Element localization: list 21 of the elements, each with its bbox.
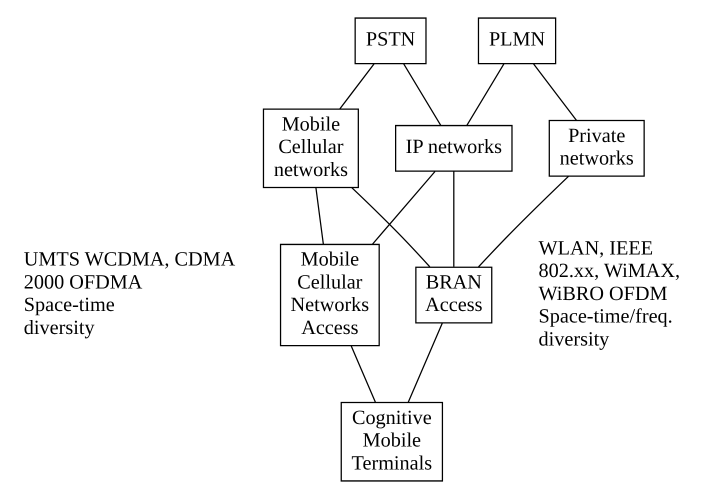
connector bbox=[315, 187, 324, 244]
node-box: PLMN bbox=[478, 16, 556, 64]
node-box: Mobile Cellular Networks Access bbox=[280, 243, 380, 346]
connector bbox=[478, 175, 569, 267]
connector bbox=[372, 170, 436, 244]
node-box: IP networks bbox=[395, 124, 513, 172]
connector bbox=[339, 62, 375, 109]
connector bbox=[403, 63, 442, 126]
node-label: WLAN, IEEE 802.xx, WiMAX, WiBRO OFDM Space-time/freq. diversity bbox=[538, 236, 680, 350]
connector bbox=[408, 322, 443, 402]
connector bbox=[533, 62, 578, 120]
connector bbox=[351, 186, 430, 267]
node-box: BRAN Access bbox=[415, 266, 492, 323]
node-label: UMTS WCDMA, CDMA 2000 OFDMA Space-time diversity bbox=[24, 248, 236, 338]
node-box: Mobile Cellular networks bbox=[262, 108, 359, 188]
connector bbox=[350, 345, 376, 402]
node-box: Private networks bbox=[548, 119, 645, 176]
node-box: PSTN bbox=[354, 16, 427, 64]
connector bbox=[453, 170, 454, 266]
connector bbox=[466, 63, 504, 126]
node-box: Cognitive Mobile Terminals bbox=[340, 401, 444, 482]
